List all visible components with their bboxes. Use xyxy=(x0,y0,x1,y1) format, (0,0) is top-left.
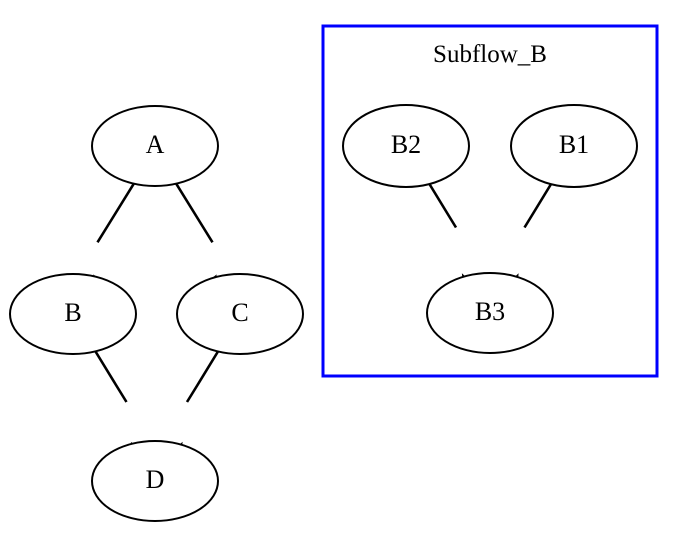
node-label: B xyxy=(64,298,81,327)
node-ellipse-shape[interactable] xyxy=(91,440,219,522)
node-ellipse-shape[interactable] xyxy=(9,273,137,355)
cluster-border-box xyxy=(321,24,659,378)
node-D[interactable]: D xyxy=(91,440,219,522)
node-label: D xyxy=(146,465,165,494)
node-label: B1 xyxy=(559,130,589,159)
node-label: B3 xyxy=(475,297,505,326)
node-ellipse-shape[interactable] xyxy=(342,104,470,188)
node-B[interactable]: B xyxy=(9,273,137,355)
edge-line xyxy=(174,181,214,243)
node-ellipse-shape[interactable] xyxy=(426,272,554,354)
edge-line xyxy=(185,348,221,403)
edge-line xyxy=(92,348,128,403)
clusters-layer: Subflow_B xyxy=(321,24,659,378)
node-label: C xyxy=(231,298,248,327)
node-A[interactable]: A xyxy=(91,105,219,187)
node-C[interactable]: C xyxy=(176,273,304,355)
node-B2[interactable]: B2 xyxy=(342,104,470,188)
cluster-cluster_subflow_b: Subflow_B xyxy=(321,24,659,378)
node-B1[interactable]: B1 xyxy=(510,104,638,188)
node-B3[interactable]: B3 xyxy=(426,272,554,354)
node-label: A xyxy=(146,130,165,159)
edge-line xyxy=(523,181,554,229)
edge-line xyxy=(96,181,136,243)
cluster-label: Subflow_B xyxy=(433,41,547,68)
node-ellipse-shape[interactable] xyxy=(176,273,304,355)
node-ellipse-shape[interactable] xyxy=(510,104,638,188)
node-label: B2 xyxy=(391,130,421,159)
node-ellipse-shape[interactable] xyxy=(91,105,219,187)
edge-line xyxy=(427,181,458,229)
